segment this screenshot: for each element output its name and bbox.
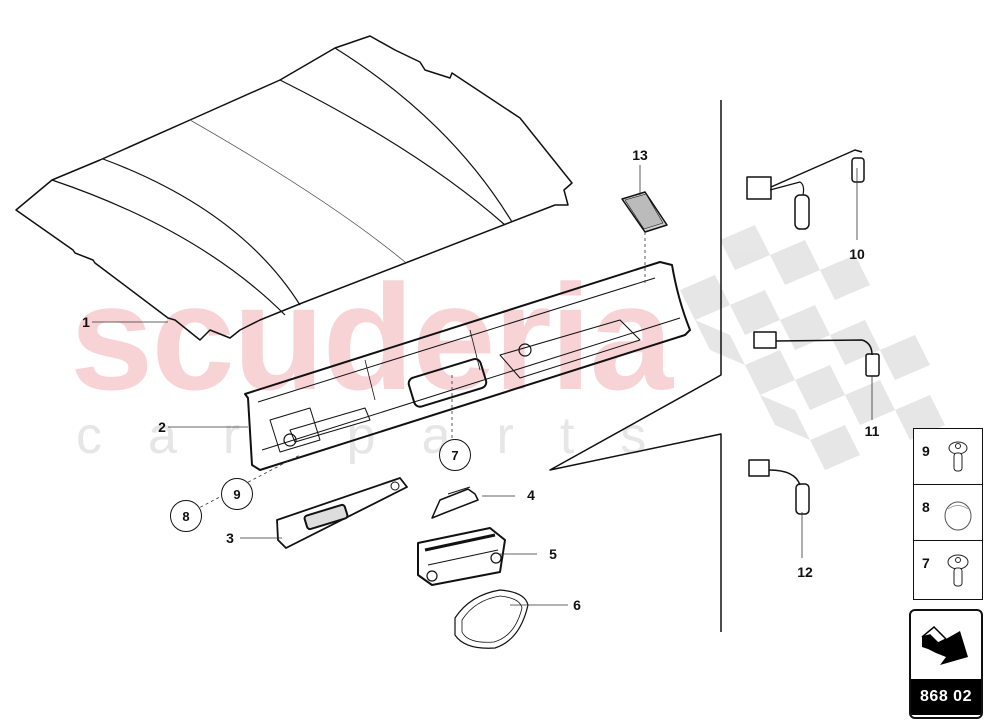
- callout-1[interactable]: 1: [82, 314, 90, 330]
- rearview-mirror-frame: [454, 589, 529, 649]
- roof-liner-panel: [15, 35, 573, 341]
- callout-13[interactable]: 13: [632, 147, 648, 163]
- next-page-arrow-icon: [921, 625, 968, 665]
- circled-ref-9[interactable]: 9: [221, 478, 253, 510]
- callout-12[interactable]: 12: [797, 564, 813, 580]
- arrow-area: [911, 611, 981, 679]
- legend-item-9[interactable]: 9: [914, 429, 982, 485]
- light-bracket: [431, 486, 479, 519]
- callout-5[interactable]: 5: [549, 546, 557, 562]
- callout-6[interactable]: 6: [573, 597, 581, 613]
- interior-light-control-unit: [417, 527, 506, 586]
- legend-label: 7: [922, 555, 930, 571]
- callout-3[interactable]: 3: [226, 530, 234, 546]
- page-code: 868 02: [911, 679, 981, 715]
- wiring-harness-single-lead-long: [753, 331, 880, 377]
- flange-head-screw-icon: [947, 554, 969, 587]
- legend-label: 9: [922, 443, 930, 459]
- wiring-harness-two-leads: [746, 149, 865, 230]
- callout-11[interactable]: 11: [864, 423, 880, 439]
- circled-ref-7[interactable]: 7: [439, 439, 471, 471]
- callout-10[interactable]: 10: [849, 246, 865, 262]
- circled-ref-8[interactable]: 8: [170, 500, 202, 532]
- group-bracket: [549, 100, 722, 632]
- round-cap-icon: [944, 501, 972, 531]
- legend-label: 8: [922, 499, 930, 515]
- sensor-grille: [621, 191, 668, 233]
- front-headliner-trim: [244, 261, 691, 471]
- wiring-harness-single-lead-short: [748, 459, 810, 515]
- sun-visor-mirror-cover: [276, 477, 408, 549]
- callout-2[interactable]: 2: [158, 419, 166, 435]
- button-head-screw-icon: [948, 441, 968, 472]
- legend-item-7[interactable]: 7: [914, 541, 982, 598]
- fastener-legend: 9 8 7: [913, 428, 983, 600]
- legend-item-8[interactable]: 8: [914, 485, 982, 541]
- callout-4[interactable]: 4: [527, 487, 535, 503]
- next-page-badge[interactable]: 868 02: [909, 609, 983, 719]
